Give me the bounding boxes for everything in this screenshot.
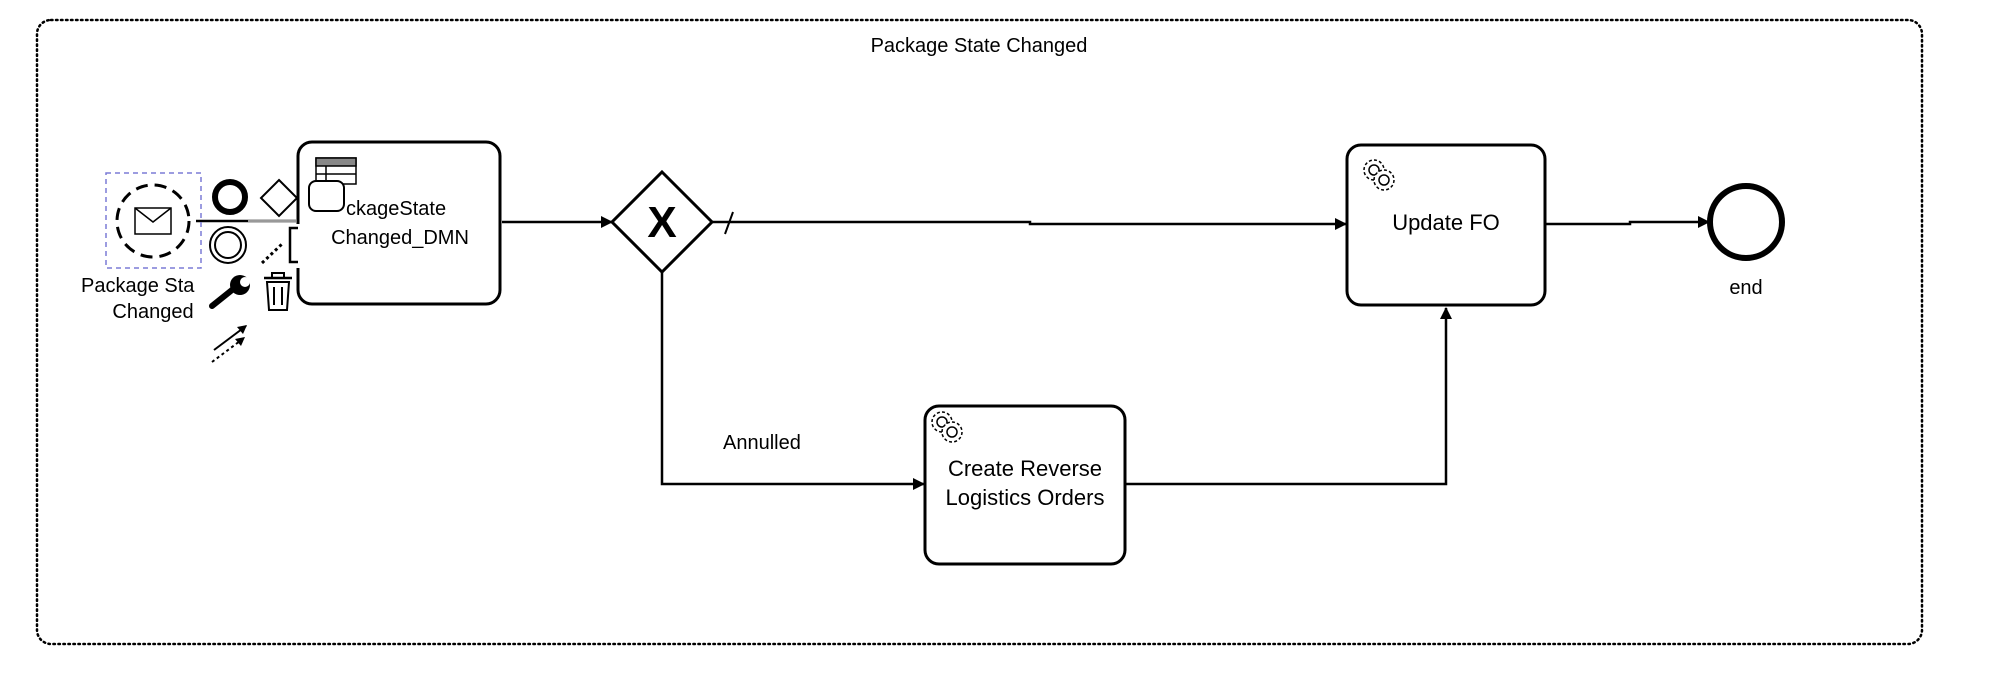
connect-icon <box>211 325 247 363</box>
flow-gateway-to-reverse[interactable] <box>660 271 925 490</box>
subprocess-title: Package State Changed <box>871 35 1088 57</box>
end-event-label: end <box>1729 277 1762 299</box>
task-dmn-label-line1: ckageState <box>346 198 446 220</box>
flow-gateway-to-update-fo[interactable] <box>712 218 1347 230</box>
start-event[interactable]: Package Sta Changed <box>81 172 202 323</box>
envelope-icon <box>134 207 172 235</box>
task-create-reverse-logistics-orders[interactable]: Create Reverse Logistics Orders <box>923 404 1127 566</box>
flow-update-fo-to-end[interactable] <box>1546 216 1710 228</box>
append-gateway-button[interactable] <box>256 178 299 218</box>
wrench-button[interactable] <box>209 275 250 309</box>
gateway-diamond[interactable] <box>609 169 715 275</box>
append-end-event-button[interactable] <box>210 179 248 216</box>
flow-reverse-to-update-fo[interactable] <box>1126 307 1452 486</box>
gear-icon <box>941 421 963 443</box>
connect-button[interactable] <box>211 325 247 363</box>
end-event[interactable]: end <box>1707 183 1785 299</box>
task-icon <box>308 180 345 212</box>
association-icon <box>260 242 284 265</box>
gear-icon <box>1373 169 1395 191</box>
task-reverse-label-line1: Create Reverse <box>948 456 1102 481</box>
wrench-icon <box>209 275 250 309</box>
end-event-circle[interactable] <box>1707 183 1785 261</box>
task-reverse-shape[interactable] <box>923 404 1127 566</box>
flow-annulled-label: Annulled <box>723 432 801 454</box>
intermediate-event-icon <box>209 226 247 264</box>
task-update-fo-shape[interactable] <box>1345 143 1547 307</box>
selection-outline <box>105 172 202 269</box>
end-event-icon <box>212 179 248 215</box>
append-task-button[interactable] <box>308 180 345 212</box>
default-flow-marker <box>724 211 734 235</box>
intermediate-event-inner-icon <box>214 231 242 259</box>
task-update-fo[interactable]: Update FO <box>1345 143 1547 307</box>
text-annotation-icon <box>288 226 298 264</box>
task-package-state-changed-dmn[interactable]: ckageState Changed_DMN <box>296 140 502 306</box>
subprocess[interactable]: Package State Changed <box>35 18 1924 646</box>
gateway-icon <box>259 178 299 218</box>
context-pad <box>205 178 345 363</box>
trash-icon <box>264 272 292 311</box>
start-event-label-line2: Changed <box>112 301 193 323</box>
exclusive-gateway[interactable]: X <box>609 169 715 275</box>
task-reverse-label-line2: Logistics Orders <box>946 485 1105 510</box>
sequence-flows: Annulled <box>196 211 1710 490</box>
task-dmn-label-line2: Changed_DMN <box>331 227 469 249</box>
gateway-marker: X <box>647 198 676 247</box>
append-text-annotation-button[interactable] <box>257 224 301 268</box>
delete-button[interactable] <box>264 272 292 311</box>
start-event-label-line1: Package Sta <box>81 275 195 297</box>
append-intermediate-event-button[interactable] <box>205 220 296 268</box>
task-update-fo-label: Update FO <box>1392 210 1500 235</box>
subprocess-border[interactable] <box>35 18 1924 646</box>
